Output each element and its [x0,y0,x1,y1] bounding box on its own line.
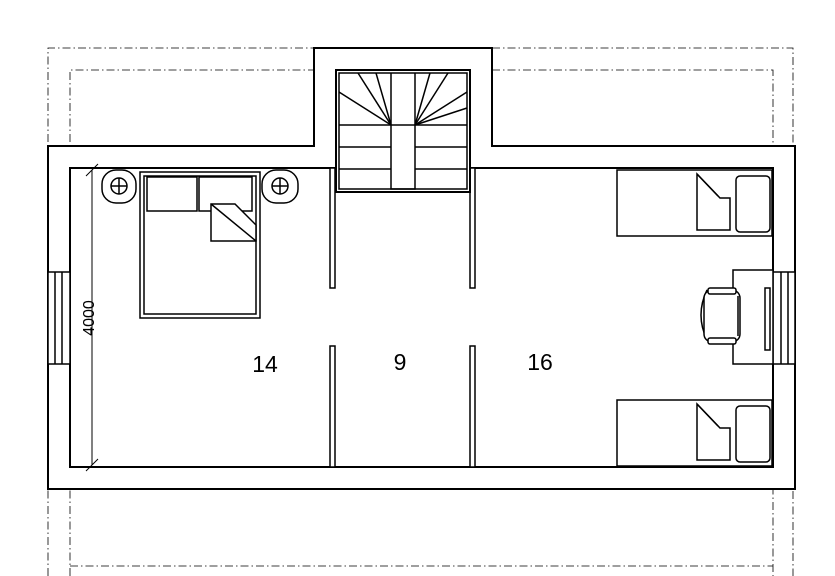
staircase [335,69,471,193]
nightstand-lamp-left [101,169,137,204]
office-chair [700,287,741,345]
room-area-hall: 9 [394,349,407,375]
interior-partitions [329,167,476,468]
dimension-label: 4000 [81,300,98,336]
nightstand-lamp-right [261,169,299,204]
room-area-left: 14 [252,351,278,377]
window-right [772,271,796,365]
window-left [47,271,71,365]
dimension-line [85,163,99,472]
room-area-right: 16 [527,349,553,375]
single-bed-top [616,169,773,237]
double-bed [139,171,261,319]
single-bed-bottom [616,399,773,467]
